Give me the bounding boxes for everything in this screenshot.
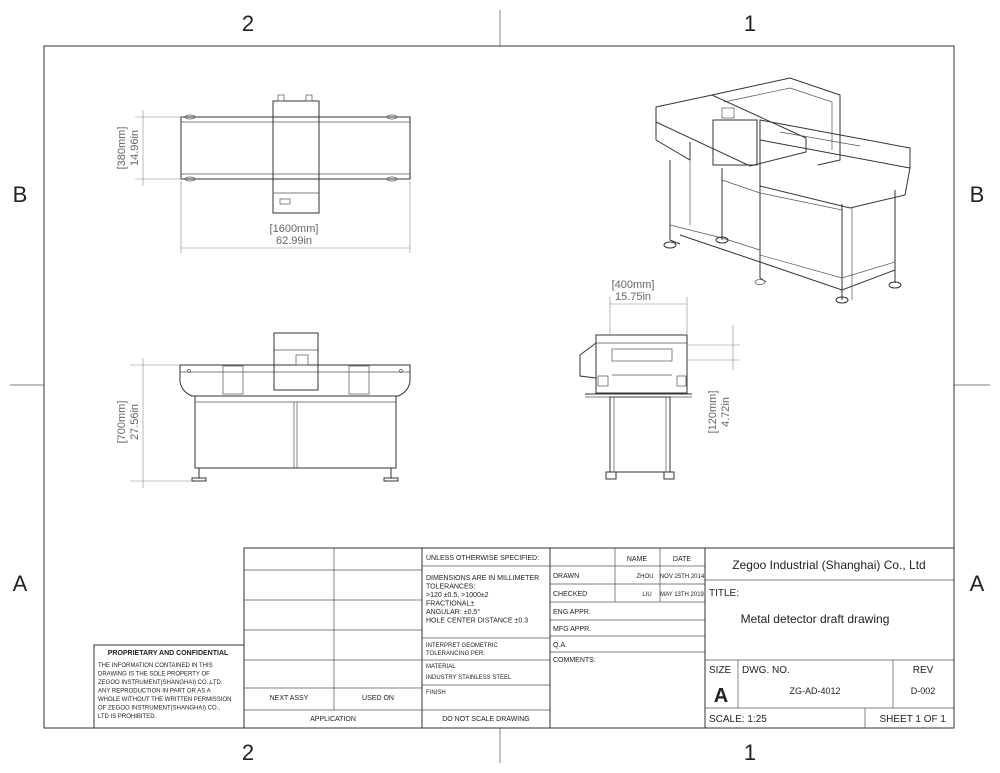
finish-label: FINISH (426, 690, 446, 696)
next-assy-label: NEXT ASSY (270, 695, 309, 702)
size-value: A (714, 685, 728, 707)
note-line: ZEGOO INSTRUMENT(SHANGHAI) CO.,LTD. (98, 680, 223, 686)
isometric-view (655, 77, 911, 304)
interpret-notes: INTERPRET GEOMETRIC TOLERANCING PER: (426, 643, 499, 657)
drawing-title: Metal detector draft drawing (741, 612, 890, 626)
drawn-date: NOV 25TH 2014 (660, 574, 705, 580)
rev-label: REV (913, 665, 934, 676)
dwg-no-label: DWG. NO. (742, 665, 790, 676)
front-view (130, 332, 411, 488)
proprietary-title: PROPRIETARY AND CONFIDENTIAL (108, 650, 229, 657)
checked-name: LIU (642, 592, 651, 598)
zone-label-left-upper: B (13, 182, 28, 207)
side-view-height-mm: [120mm] (707, 391, 719, 434)
tolerance-notes: DIMENSIONS ARE IN MILLIMETERTOLERANCES: … (426, 575, 539, 625)
do-not-scale-label: DO NOT SCALE DRAWING (442, 716, 530, 723)
front-view-height-mm: [700mm] (116, 401, 128, 444)
material-value: INDUSTRY STAINLESS STEEL (426, 675, 512, 681)
note-line: ANY REPRODUCTION IN PART OR AS A (98, 689, 211, 695)
note-line: INTERPRET GEOMETRIC (426, 643, 499, 649)
top-view-width-in: 62.99in (276, 235, 312, 247)
note-line: FRACTIONAL± (426, 601, 474, 608)
dwg-no-value: ZG-AD-4012 (789, 686, 840, 696)
note-line: TOLERANCES: (426, 584, 475, 591)
proprietary-notice: THE INFORMATION CONTAINED IN THIS DRAWING… (98, 663, 231, 720)
name-header: NAME (627, 556, 648, 563)
side-view-width-in: 15.75in (615, 291, 651, 303)
scale-label: SCALE: 1:25 (709, 714, 767, 725)
checked-date: MAY 13TH 2019 (660, 592, 704, 598)
top-view-height-in: 14.96in (129, 130, 141, 166)
size-label: SIZE (709, 665, 732, 676)
note-line: >120 ±0.5, >1000±2 (426, 592, 489, 599)
zone-label-bottom-left: 2 (242, 740, 254, 765)
zone-label-right-upper: B (970, 182, 985, 207)
note-line: DIMENSIONS ARE IN MILLIMETER (426, 575, 539, 582)
zone-label-top-left: 2 (242, 11, 254, 36)
drawn-name: ZHOU (637, 574, 654, 580)
front-view-height-in: 27.56in (129, 404, 141, 440)
note-line: TOLERANCING PER: (426, 651, 485, 657)
note-line: OF ZEGOO INSTRUMENT(SHANGHAI) CO., (98, 706, 220, 712)
title-label: TITLE: (709, 588, 739, 599)
qa-label: Q.A. (553, 642, 567, 649)
checked-label: CHECKED (553, 591, 587, 598)
zone-label-bottom-right: 1 (744, 740, 756, 765)
top-view (135, 94, 411, 253)
mfg-appr-label: MFG APPR. (553, 626, 591, 633)
note-line: DRAWING IS THE SOLE PROPERTY OF (98, 672, 210, 678)
note-line: LTD IS PROHIBITED. (98, 714, 157, 720)
side-view-width-mm: [400mm] (612, 279, 655, 291)
company-name: Zegoo Industrial (Shanghai) Co., Ltd (732, 558, 925, 572)
note-line: HOLE CENTER DISTANCE ±0.3 (426, 618, 528, 625)
zone-label-left-lower: A (13, 571, 28, 596)
material-label: MATERIAL (426, 664, 456, 670)
top-view-height-mm: [380mm] (116, 127, 128, 170)
rev-value: D-002 (911, 686, 936, 696)
unless-specified-label: UNLESS OTHERWISE SPECIFIED: (426, 555, 539, 562)
note-line: WHOLE WITHOUT THE WRITTEN PERMISSION (98, 697, 231, 703)
drawn-label: DRAWN (553, 573, 579, 580)
top-view-width-mm: [1600mm] (270, 223, 319, 235)
title-block (93, 547, 955, 729)
date-header: DATE (673, 556, 691, 563)
sheet-label: SHEET 1 OF 1 (879, 714, 946, 725)
note-line: THE INFORMATION CONTAINED IN THIS (98, 663, 213, 669)
eng-appr-label: ENG APPR. (553, 609, 591, 616)
zone-label-top-right: 1 (744, 11, 756, 36)
side-view-height-in: 4.72in (720, 397, 732, 427)
application-label: APPLICATION (310, 716, 356, 723)
note-line: ANGULAR: ±0.5° (426, 608, 480, 616)
comments-label: COMMENTS: (553, 657, 596, 664)
zone-label-right-lower: A (970, 571, 985, 596)
used-on-label: USED ON (362, 695, 394, 702)
side-view (579, 297, 740, 480)
